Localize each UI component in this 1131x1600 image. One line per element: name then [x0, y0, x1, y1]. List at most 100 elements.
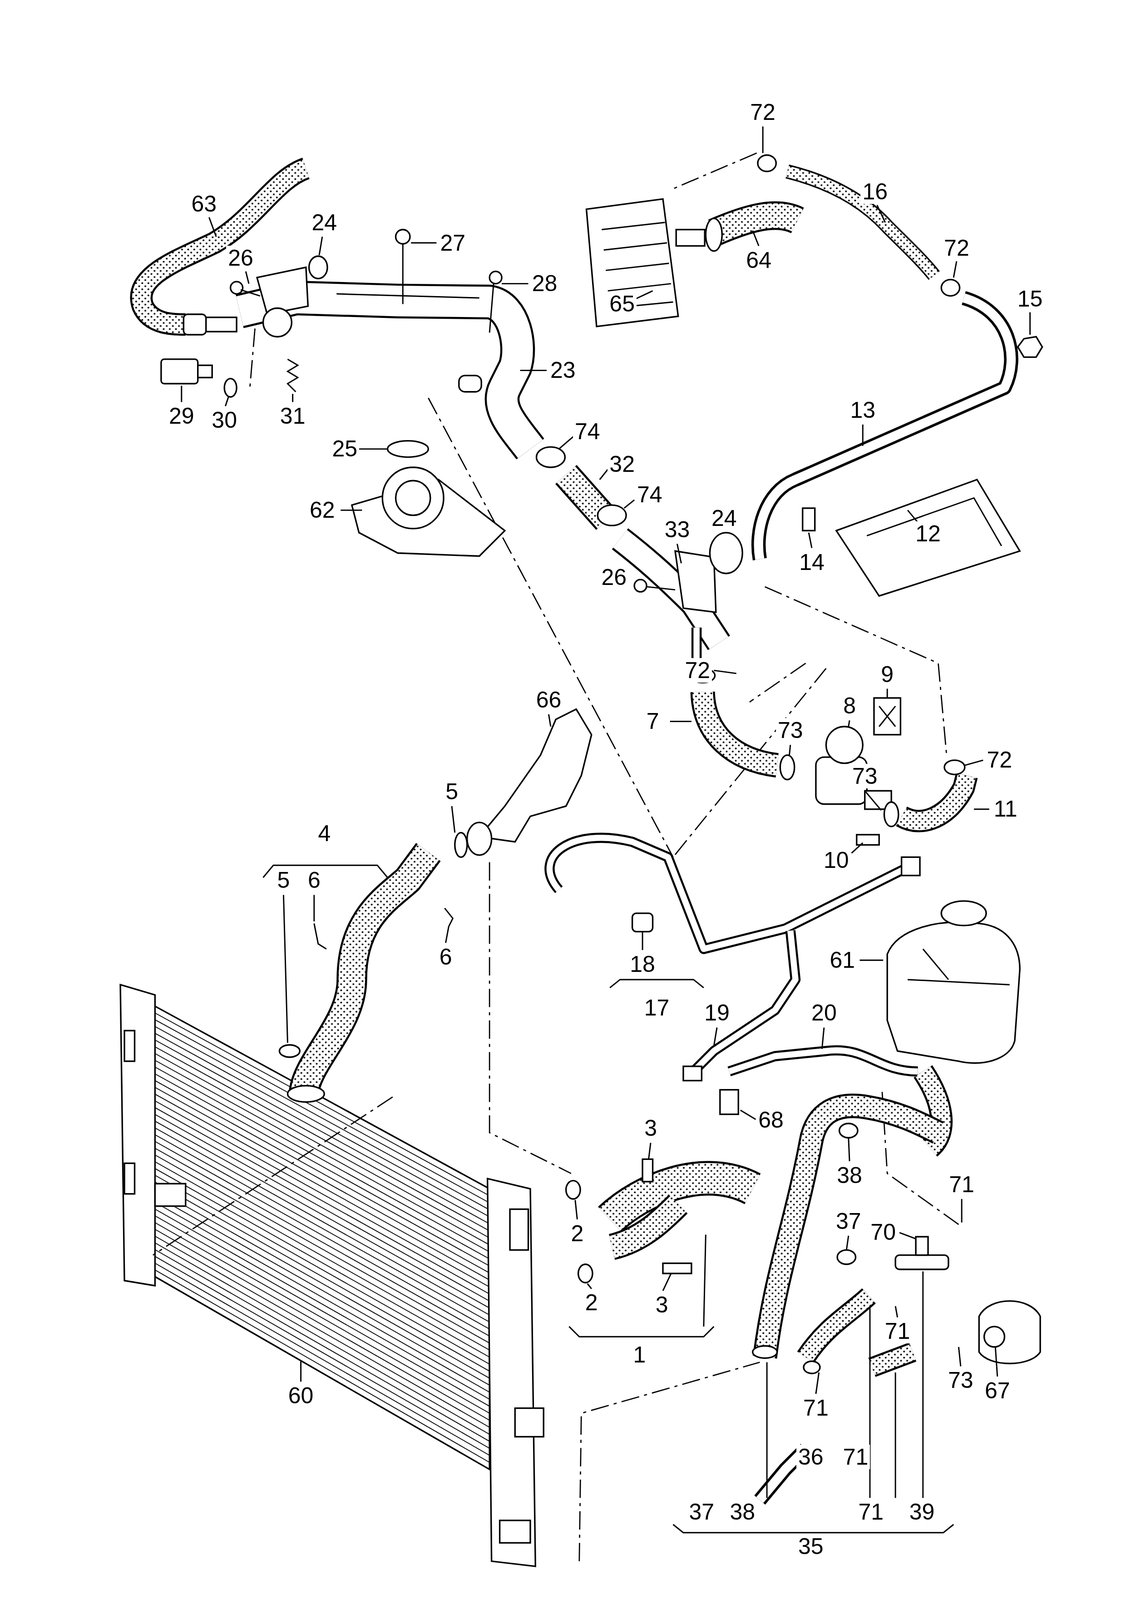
- radiator-fin: [153, 1241, 490, 1434]
- callout-number: 26: [599, 564, 629, 590]
- radiator-fin: [153, 1086, 490, 1273]
- callout-number: 2: [568, 1220, 586, 1246]
- callout-number: 72: [984, 747, 1014, 772]
- callout-number: 13: [848, 397, 878, 423]
- radiator-fin: [153, 1146, 490, 1336]
- radiator-fin: [153, 1207, 490, 1399]
- callout-number: 19: [702, 1000, 732, 1025]
- callout-number: 73: [946, 1367, 976, 1393]
- callout-number: 3: [642, 1115, 659, 1141]
- callout-number: 70: [868, 1219, 898, 1245]
- radiator-fin: [153, 1112, 490, 1301]
- callout-number: 38: [727, 1499, 757, 1524]
- callout-number: 73: [850, 763, 880, 789]
- callout-number: 3: [653, 1292, 671, 1317]
- radiator-fin: [153, 1254, 490, 1448]
- callout-number: 12: [913, 521, 943, 546]
- radiator-fin: [153, 1065, 490, 1252]
- radiator-fin: [153, 1261, 490, 1456]
- radiator-fin: [153, 1268, 490, 1462]
- callout-number: 10: [821, 847, 851, 873]
- callout-number: 71: [856, 1499, 886, 1524]
- callout-number: 8: [841, 693, 858, 718]
- radiator-fin: [153, 1153, 490, 1344]
- callout-number: 38: [834, 1162, 865, 1188]
- callout-number: 18: [627, 951, 657, 977]
- callout-number: 72: [683, 657, 713, 683]
- callout-number: 14: [797, 549, 827, 575]
- radiator-fin: [153, 1160, 490, 1350]
- callout-number: 16: [860, 179, 890, 204]
- callout-number: 4: [316, 820, 333, 846]
- callout-number: 9: [879, 661, 896, 687]
- callout-number: 6: [437, 944, 455, 969]
- callout-number: 74: [572, 419, 603, 444]
- callout-number: 66: [534, 687, 564, 712]
- callout-number: 26: [226, 245, 256, 271]
- callout-number: 28: [530, 271, 560, 296]
- radiator-fin: [153, 1248, 490, 1442]
- callout-number: 35: [796, 1533, 826, 1559]
- radiator-fin: [153, 1214, 490, 1407]
- callout-number: 5: [443, 779, 460, 804]
- callout-number: 23: [548, 357, 578, 383]
- radiator-fin: [153, 1173, 490, 1364]
- radiator-fin: [153, 1194, 490, 1385]
- callout-number: 15: [1015, 286, 1045, 312]
- radiator-fin: [153, 1099, 490, 1287]
- callout-number: 71: [883, 1318, 913, 1344]
- callout-number: 33: [662, 517, 692, 542]
- radiator-fin: [153, 1227, 490, 1420]
- callout-number: 24: [709, 505, 739, 531]
- callout-number: 6: [306, 867, 323, 893]
- callout-number: 27: [438, 230, 468, 256]
- callout-number: 7: [644, 708, 662, 734]
- callout-number: 32: [607, 451, 637, 477]
- callout-number: 39: [907, 1499, 937, 1524]
- radiator-fin: [153, 1220, 490, 1413]
- callout-number: 71: [841, 1444, 871, 1469]
- radiator-fin: [153, 1119, 490, 1308]
- radiator-fin: [153, 1058, 490, 1245]
- callout-number: 72: [942, 235, 972, 261]
- radiator: [120, 984, 544, 1566]
- callout-number: 60: [286, 1382, 316, 1408]
- callout-number: 67: [982, 1377, 1013, 1403]
- callout-number: 31: [278, 403, 308, 429]
- radiator-fin: [153, 1200, 490, 1393]
- callout-number: 68: [756, 1107, 786, 1132]
- callout-number: 11: [992, 796, 1020, 821]
- callout-number: 37: [687, 1499, 717, 1524]
- callout-number: 74: [635, 482, 665, 507]
- callout-number: 1: [631, 1342, 648, 1367]
- callout-number: 5: [275, 867, 292, 893]
- callout-number: 2: [583, 1289, 600, 1315]
- callout-number: 71: [947, 1171, 977, 1197]
- radiator-fin: [153, 1180, 490, 1371]
- radiator-fin: [153, 1106, 490, 1294]
- callout-number: 72: [748, 99, 778, 125]
- radiator-fin: [153, 1079, 490, 1266]
- callout-number: 65: [607, 291, 637, 317]
- callout-number: 17: [642, 995, 672, 1020]
- radiator-fin: [153, 1133, 490, 1322]
- radiator-fin: [153, 1126, 490, 1315]
- radiator-fin: [153, 1092, 490, 1280]
- radiator-fin: [153, 1072, 490, 1259]
- callout-number: 25: [330, 436, 360, 461]
- callout-number: 37: [834, 1208, 864, 1234]
- radiator-fin: [153, 1140, 490, 1329]
- radiator-fin: [153, 1187, 490, 1378]
- radiator-fin: [153, 1234, 490, 1428]
- callout-number: 62: [307, 497, 337, 523]
- radiator-fin: [153, 1166, 490, 1357]
- callout-number: 64: [744, 247, 774, 273]
- callout-number: 29: [167, 403, 197, 429]
- callout-number: 20: [809, 1000, 839, 1025]
- callout-number: 73: [775, 717, 806, 743]
- callout-number: 71: [801, 1395, 831, 1420]
- callout-number: 63: [189, 191, 219, 217]
- callout-number: 30: [209, 407, 239, 433]
- callout-number: 36: [796, 1444, 826, 1469]
- callout-number: 61: [828, 947, 858, 973]
